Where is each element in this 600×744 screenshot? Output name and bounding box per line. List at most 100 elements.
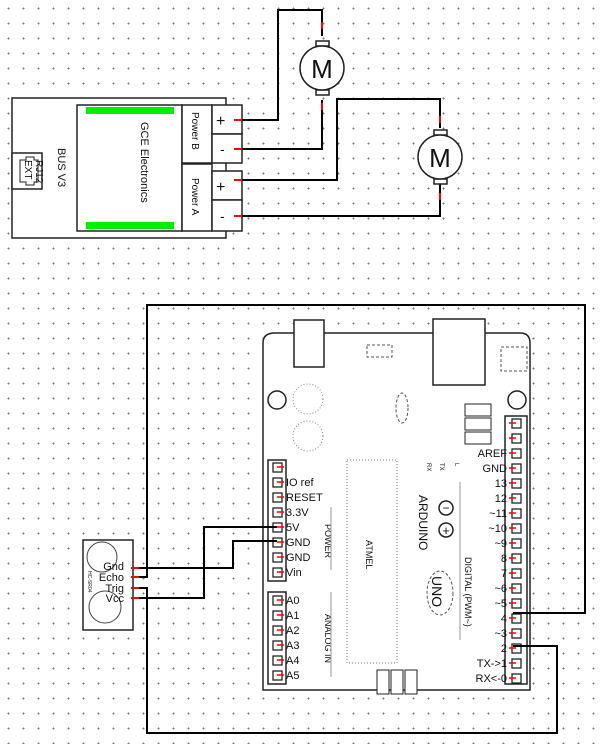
- digital-pin-12-label: ~5: [494, 598, 507, 610]
- brand-label: GCE Electronics: [138, 122, 150, 203]
- power-pin-5[interactable]: GND: [272, 537, 311, 549]
- icsp-header-pin-pair: [464, 403, 492, 417]
- digital-pin-15-label: 2: [501, 643, 507, 655]
- analog-pin-4-label: A4: [286, 655, 299, 667]
- wire-a-plus: [236, 98, 441, 181]
- motor-2[interactable]: M: [417, 129, 463, 185]
- icsp-top: [464, 403, 492, 445]
- analog-pin-0[interactable]: A0: [272, 595, 299, 607]
- rj12-connector: [11, 152, 43, 190]
- digital-pin-9[interactable]: 8: [501, 553, 522, 565]
- power-pin-0[interactable]: [272, 462, 284, 473]
- power-b-block: [181, 104, 213, 164]
- analog-pin-1[interactable]: A1: [272, 610, 299, 622]
- plus-logo-icon: +: [442, 523, 450, 538]
- power-pin-1-label: IO ref: [286, 477, 314, 489]
- icsp-header-pin-pair: [376, 669, 390, 695]
- ext-label: EXT: [22, 160, 33, 179]
- analog-header: [267, 591, 287, 685]
- icsp-header-pin-pair: [464, 431, 492, 445]
- sensor-transducer: [88, 590, 122, 624]
- power-pin-4-label: 5V: [286, 522, 300, 534]
- digital-pin-17[interactable]: RX<-0: [476, 673, 522, 685]
- power-pin-6-label: GND: [286, 552, 311, 564]
- sensor-pin-echo: Echo: [99, 572, 124, 584]
- power-jack: [293, 319, 325, 368]
- wire-trig-pin2: [133, 587, 558, 734]
- shield-name: BUS V3: [55, 148, 67, 187]
- digital-pin-10-label: 7: [501, 568, 507, 580]
- digital-pin-14-label: ~3: [494, 628, 507, 640]
- motor-shield[interactable]: RJ12 EXT BUS V3 GCE Electronics Power B …: [11, 97, 243, 239]
- led-tx-label: TX: [438, 463, 444, 471]
- digital-pin-9-label: 8: [501, 553, 507, 565]
- analog-pin-5-label: A5: [286, 670, 299, 682]
- digital-pin-15[interactable]: 2: [501, 643, 522, 655]
- digital-pin-8-label: ~9: [494, 538, 507, 550]
- digital-pin-16[interactable]: TX->1: [477, 658, 522, 670]
- analog-pin-2-label: A2: [286, 625, 299, 637]
- icsp-header-pin-pair: [390, 669, 404, 695]
- digital-pin-11[interactable]: ~6: [494, 583, 522, 595]
- power-pin-7-label: Vin: [286, 567, 302, 579]
- led-l-label: L: [453, 463, 459, 467]
- digital-title: DIGITAL (PWM~): [463, 557, 473, 627]
- icsp-header-pin-pair: [404, 669, 418, 695]
- arduino-uno[interactable]: ATMEL ARDUINO − + UNO RX TX L POWER ANAL…: [262, 318, 531, 695]
- power-pin-7[interactable]: Vin: [272, 567, 302, 579]
- power-pin-1[interactable]: IO ref: [272, 477, 314, 489]
- power-pin-6[interactable]: GND: [272, 552, 311, 564]
- analog-pin-0-label: A0: [286, 595, 299, 607]
- digital-pin-3-label: GND: [483, 463, 508, 475]
- sensor-pin-vcc: Vcc: [106, 593, 125, 605]
- digital-pin-5[interactable]: 12: [495, 493, 522, 505]
- minus-logo-icon: −: [442, 501, 449, 515]
- sensor-transducer: [86, 541, 118, 573]
- mounting-hole: [267, 390, 287, 410]
- analog-pin-1-label: A1: [286, 610, 299, 622]
- power-pin-4[interactable]: 5V: [272, 522, 300, 534]
- analog-pin-3-label: A3: [286, 640, 299, 652]
- power-pin-2-label: RESET: [286, 492, 323, 504]
- mounting-hole: [507, 390, 527, 410]
- digital-pin-11-label: ~6: [494, 583, 507, 595]
- digital-pin-6[interactable]: ~11: [489, 508, 522, 520]
- digital-pin-12[interactable]: ~5: [494, 598, 522, 610]
- power-pin-2[interactable]: RESET: [272, 492, 323, 504]
- analog-pin-4[interactable]: A4: [272, 655, 299, 667]
- wire-gnd: [133, 540, 277, 569]
- analog-title: ANALOG IN: [323, 614, 333, 663]
- digital-pin-4[interactable]: 13: [495, 478, 522, 490]
- digital-pin-0[interactable]: [509, 418, 522, 429]
- analog-pin-3[interactable]: A3: [272, 640, 299, 652]
- motor-1-body: [299, 45, 345, 91]
- power-title: POWER: [323, 524, 333, 559]
- digital-pin-7[interactable]: ~10: [488, 523, 522, 535]
- motor-1[interactable]: M: [299, 40, 345, 96]
- digital-pin-14[interactable]: ~3: [494, 628, 522, 640]
- arduino-outline: [262, 332, 531, 691]
- motor-wires: [236, 9, 441, 217]
- wire-5v: [133, 526, 277, 599]
- power-a-label: Power A: [189, 178, 200, 216]
- digital-pin-2[interactable]: AREF: [478, 448, 522, 460]
- analog-pin-5[interactable]: A5: [272, 670, 299, 682]
- digital-pin-5-label: 12: [495, 493, 507, 505]
- digital-pin-10[interactable]: 7: [501, 568, 522, 580]
- green-strip-top: [86, 107, 174, 114]
- icsp-header-pin-pair: [464, 417, 492, 431]
- motor-1-label: M: [311, 54, 333, 84]
- hc-sr04-sensor[interactable]: HC-SR04 Gnd Echo Trig Vcc: [82, 539, 134, 631]
- power-b-label: Power B: [189, 112, 200, 150]
- digital-pin-3[interactable]: GND: [483, 463, 522, 475]
- wire-echo-pin4: [133, 304, 586, 614]
- analog-pin-2[interactable]: A2: [272, 625, 299, 637]
- power-pin-3[interactable]: 3.3V: [272, 507, 309, 519]
- sensor-pin-gnd: Gnd: [103, 561, 124, 573]
- digital-pin-2-label: AREF: [478, 448, 508, 460]
- digital-pin-1[interactable]: [509, 433, 522, 444]
- sensor-pin-trig: Trig: [105, 583, 124, 595]
- digital-pin-8[interactable]: ~9: [494, 538, 522, 550]
